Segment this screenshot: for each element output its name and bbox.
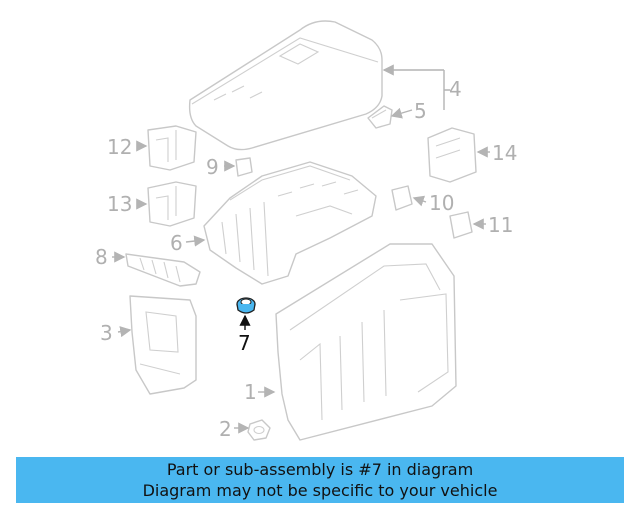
- part-2-nut: [247, 419, 271, 441]
- callout-11: 11: [488, 213, 513, 237]
- part-1-tray: [275, 243, 457, 441]
- callout-14: 14: [492, 141, 517, 165]
- callout-1: 1: [244, 380, 257, 404]
- callout-labels: 4 5 14 12 13 9 10 11 6 8 3 7 1 2: [95, 77, 517, 441]
- part-7-grommet: [236, 297, 256, 314]
- part-3-bracket: [129, 295, 197, 395]
- banner-line-1: Part or sub-assembly is #7 in diagram: [166, 460, 474, 479]
- banner-line-2: Diagram may not be specific to your vehi…: [142, 481, 498, 500]
- part-6-body: [203, 161, 377, 285]
- part-8-fuse-strip: [125, 253, 201, 287]
- callout-13: 13: [107, 192, 132, 216]
- callout-2: 2: [219, 417, 232, 441]
- callout-10: 10: [429, 191, 454, 215]
- leader-lines: [112, 64, 490, 434]
- part-4-cover: [188, 20, 383, 151]
- callout-3: 3: [100, 321, 113, 345]
- callout-9: 9: [206, 155, 219, 179]
- part-11-connector: [449, 211, 473, 239]
- part-14-holder: [427, 127, 477, 183]
- info-banner: Part or sub-assembly is #7 in diagram Di…: [16, 457, 624, 503]
- part-12-relay: [147, 125, 197, 171]
- part-10-connector: [391, 185, 413, 211]
- callout-5: 5: [414, 99, 427, 123]
- callout-12: 12: [107, 135, 132, 159]
- callout-6: 6: [170, 231, 183, 255]
- part-9-connector: [235, 157, 253, 177]
- part-13-relay: [147, 181, 197, 227]
- callout-7: 7: [238, 331, 251, 355]
- callout-4: 4: [449, 77, 462, 101]
- callout-8: 8: [95, 245, 108, 269]
